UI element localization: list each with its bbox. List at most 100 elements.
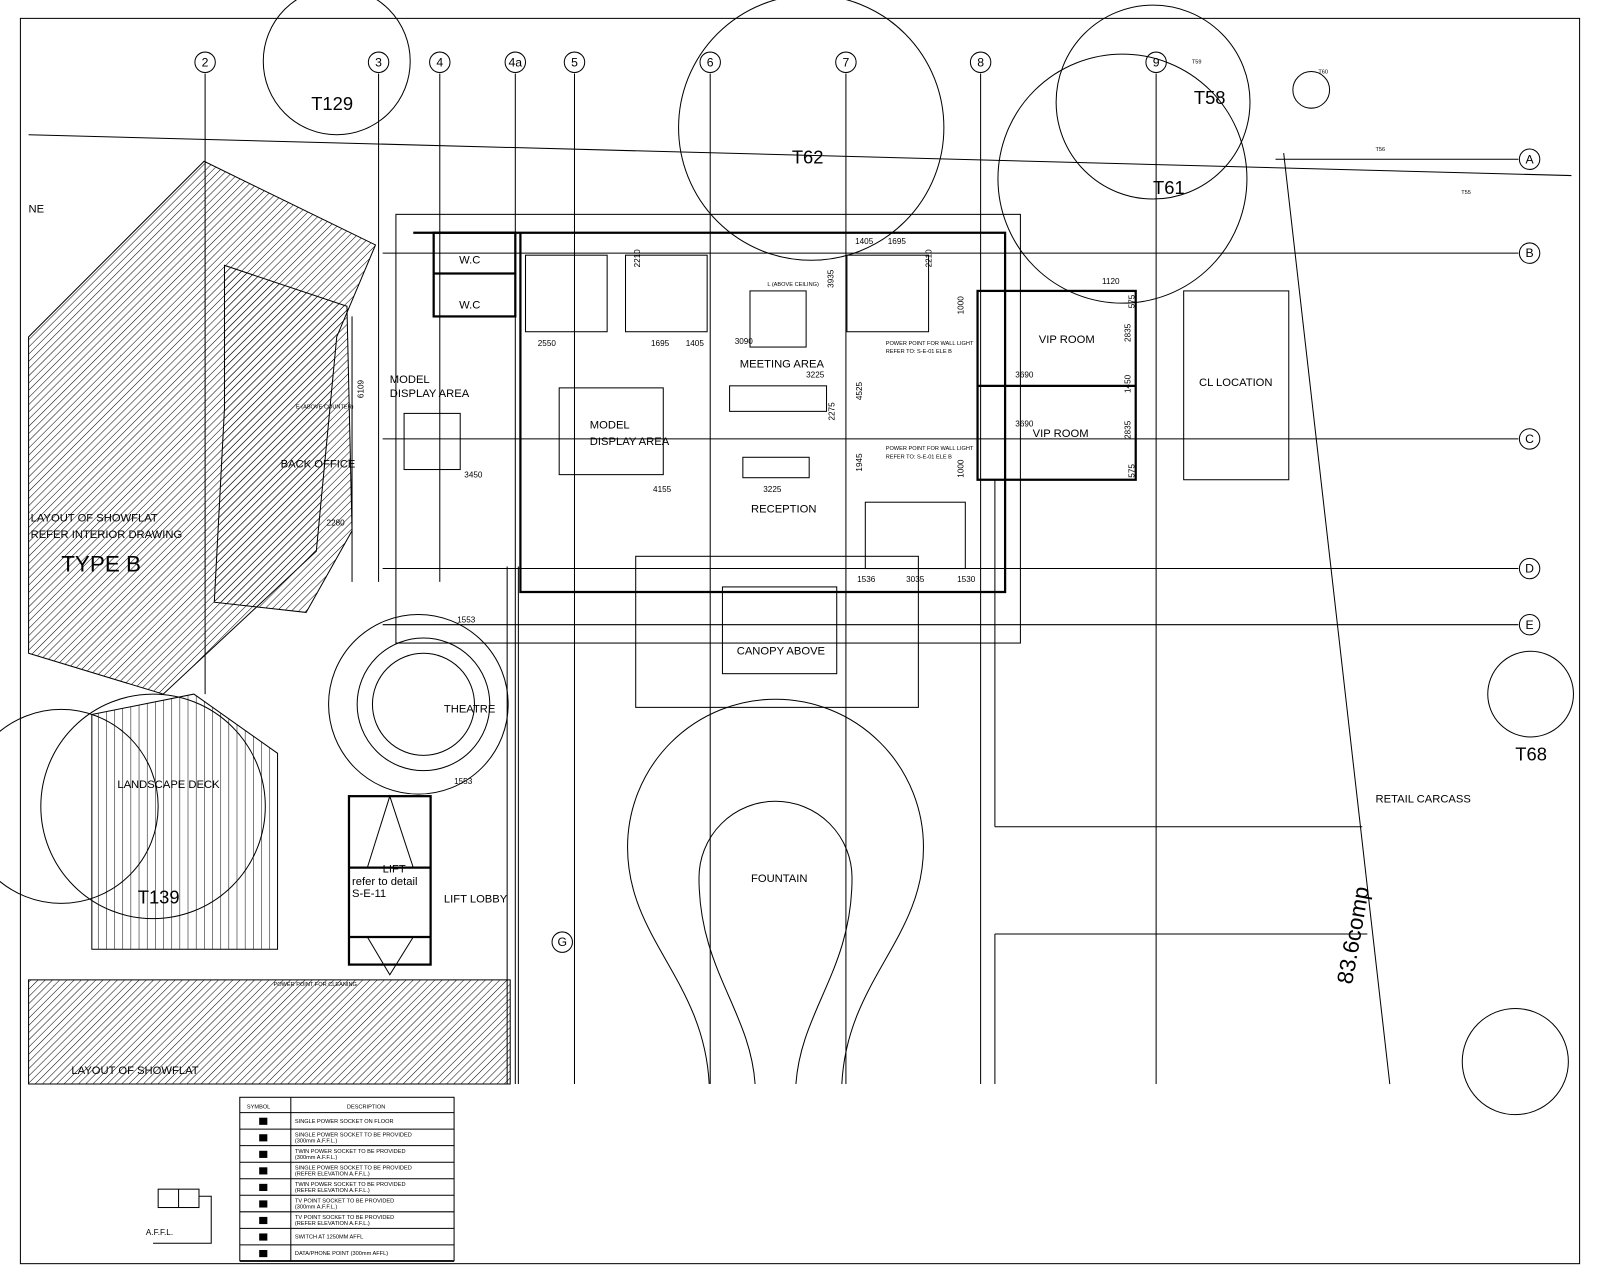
dimension-label: 4155 — [653, 485, 672, 494]
dimension-label: 3935 — [827, 269, 836, 288]
tree-label: T61 — [1153, 177, 1185, 198]
dimension-label: 3035 — [906, 575, 925, 584]
trees — [0, 0, 1574, 1116]
dimension-label: 3690 — [1015, 371, 1034, 380]
tree-label: T60 — [1318, 69, 1328, 75]
legend-row-text: (REFER ELEVATION A.F.F.L.) — [295, 1171, 370, 1177]
dimension-label: 1405 — [686, 339, 705, 348]
dimension-label: 3450 — [464, 471, 483, 480]
note: E (ABOVE COUNTER) — [296, 404, 354, 410]
note: POWER POINT FOR WALL LIGHT — [886, 341, 974, 347]
grid-column-label: 5 — [571, 55, 578, 69]
tree-label: T68 — [1515, 743, 1547, 764]
legend-header-symbol: SYMBOL — [247, 1105, 270, 1111]
dimension-label: 1553 — [454, 777, 473, 786]
dimension-label: 3225 — [763, 485, 782, 494]
legend-row-text: SINGLE POWER SOCKET TO BE PROVIDED — [295, 1165, 412, 1171]
grid-bubble — [429, 51, 451, 73]
room-label-retail: RETAIL CARCASS — [1376, 793, 1471, 805]
legend-row-text: (300mm A.F.F.L.) — [295, 1205, 338, 1211]
twin-socket-l-icon — [259, 1150, 268, 1158]
grid-row-label: A — [1526, 152, 1535, 166]
grid-bubble — [367, 51, 390, 73]
legend-row-text: TV POINT SOCKET TO BE PROVIDED — [295, 1198, 394, 1204]
dimension-label: 2835 — [1124, 420, 1133, 439]
dimension-label: 1945 — [855, 453, 864, 472]
room-label-fountain: FOUNTAIN — [751, 873, 808, 885]
room-label-lift: LIFT — [383, 864, 406, 876]
dimension-label: 1450 — [1124, 374, 1133, 393]
grid-row-label: C — [1525, 432, 1534, 446]
grid-bubble — [1518, 613, 1541, 636]
dimension-label: 1553 — [457, 616, 476, 625]
grid-bubble — [1145, 51, 1167, 73]
room-label-reception: RECEPTION — [751, 503, 816, 515]
dimension-label: 2210 — [633, 249, 642, 268]
room-label-lift-ref: S-E-11 — [352, 888, 386, 900]
room-label-model-display: MODEL — [390, 374, 430, 386]
dimension-label: 1000 — [956, 459, 965, 478]
grid-bubble — [551, 931, 573, 953]
affl-label: A.F.F.L. — [146, 1228, 173, 1237]
building-outline — [28, 134, 1572, 1085]
tree-label: T56 — [1376, 147, 1386, 153]
affl-symbol-key — [153, 1188, 212, 1244]
grid-column-label: 8 — [977, 55, 984, 69]
grid-row-label: E — [1526, 618, 1534, 632]
legend-row-text: DATA/PHONE POINT (300mm AFFL) — [295, 1251, 388, 1257]
grid-column-label: 6 — [707, 55, 714, 69]
dimension-label: 3690 — [1015, 420, 1034, 429]
dimension-label: 3225 — [806, 371, 825, 380]
showflat-type-label: TYPE B — [61, 552, 141, 577]
dimension-label: 2835 — [1124, 323, 1133, 342]
grid-column-label: 7 — [843, 55, 850, 69]
tv-point-l-icon — [259, 1200, 268, 1208]
dimension-label: 575 — [1128, 464, 1137, 478]
note: POWER POINT FOR CLEANING — [273, 982, 356, 988]
grid-bubble — [194, 51, 216, 73]
room-label-vip: VIP ROOM — [1033, 428, 1089, 440]
tree-label: T129 — [311, 93, 353, 114]
showflat-type-b — [28, 160, 511, 1085]
floor-socket-icon — [259, 1117, 268, 1125]
legend-header-description: DESCRIPTION — [347, 1105, 385, 1111]
note: REFER TO: S-E-01 ELE B — [886, 349, 952, 355]
dimension-label: 2275 — [828, 402, 837, 421]
grid-row-label: B — [1526, 246, 1534, 260]
legend-row-text: SWITCH AT 1250MM AFFL — [295, 1235, 363, 1241]
legend-row-text: (300mm A.F.F.L.) — [295, 1155, 338, 1161]
room-label-vip: VIP ROOM — [1039, 334, 1095, 346]
grid-column-label: 2 — [202, 55, 209, 69]
grid-bubble — [699, 51, 721, 73]
single-socket-l-icon — [259, 1134, 268, 1142]
dimension-label: 1120 — [1102, 277, 1120, 286]
landscape-deck — [91, 693, 279, 950]
grid-column-label: 3 — [375, 55, 382, 69]
tree-label: T62 — [792, 146, 824, 167]
legend-row-text: TV POINT SOCKET TO BE PROVIDED — [295, 1215, 394, 1221]
room-label-lift-lobby: LIFT LOBBY — [444, 893, 508, 905]
grid-bubble — [1518, 428, 1541, 450]
room-label-model-display: MODEL — [590, 420, 630, 432]
dimension-label: 1000 — [956, 296, 965, 315]
showflat-label: LAYOUT OF SHOWFLAT — [71, 1065, 198, 1077]
showflat-label: LAYOUT OF SHOWFLAT — [31, 513, 158, 525]
lift — [347, 794, 432, 976]
dimension-label: 1530 — [957, 575, 976, 584]
room-label-meeting: MEETING AREA — [740, 358, 825, 370]
dimension-label: 6109 — [356, 379, 365, 398]
dimension-label: 575 — [1128, 294, 1137, 308]
grid-column-label: 4a — [509, 55, 523, 69]
grid-bubble — [835, 51, 857, 73]
twin-socket-e-icon — [259, 1183, 268, 1191]
grid-bubble — [1518, 148, 1541, 170]
room-label-wc: W.C — [459, 299, 480, 311]
dimension-label: 1405 — [855, 237, 874, 246]
legend-row-text: TWIN POWER SOCKET TO BE PROVIDED — [295, 1149, 406, 1155]
legend-row-text: (300mm A.F.F.L.) — [295, 1138, 338, 1144]
legend-table: SYMBOL DESCRIPTION SINGLE POWER SOCKET O… — [239, 1096, 455, 1262]
grid-bubble — [563, 51, 586, 73]
grid-column-label: 4 — [436, 55, 443, 69]
